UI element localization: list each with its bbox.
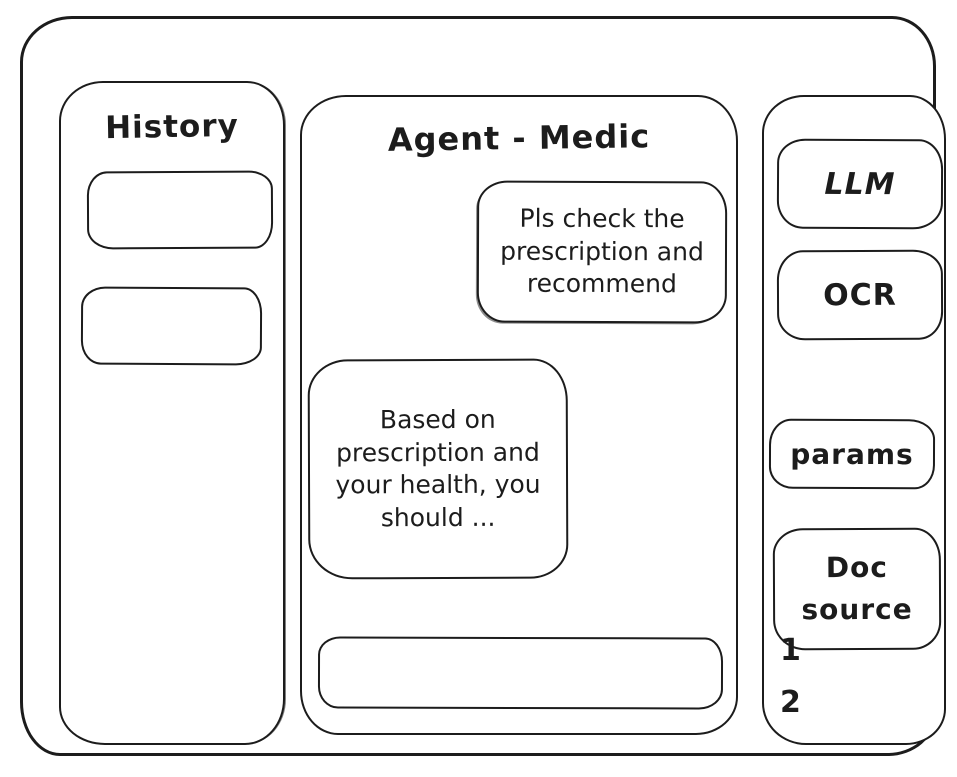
tools-panel: LLM OCR params Doc source 1 2: [762, 95, 946, 745]
history-item[interactable]: [86, 170, 274, 250]
message-input[interactable]: [317, 636, 724, 710]
user-message-bubble: Pls check the prescription and recommend: [476, 180, 728, 324]
doc-source-button[interactable]: Doc source: [772, 527, 942, 651]
params-button[interactable]: params: [768, 418, 936, 490]
chat-title: Agent - Medic: [387, 117, 651, 159]
history-item[interactable]: [80, 286, 263, 366]
history-panel: History: [59, 81, 285, 745]
agent-message-bubble: Based on prescription and your health, y…: [307, 358, 569, 580]
app-frame: History Agent - Medic Pls check the pres…: [20, 16, 946, 756]
ocr-button[interactable]: OCR: [776, 249, 944, 341]
doc-source-item-2[interactable]: 2: [780, 685, 801, 720]
doc-source-item-1[interactable]: 1: [780, 633, 801, 668]
llm-button[interactable]: LLM: [776, 138, 944, 230]
chat-panel: Agent - Medic Pls check the prescription…: [300, 95, 738, 735]
history-title: History: [104, 107, 240, 147]
